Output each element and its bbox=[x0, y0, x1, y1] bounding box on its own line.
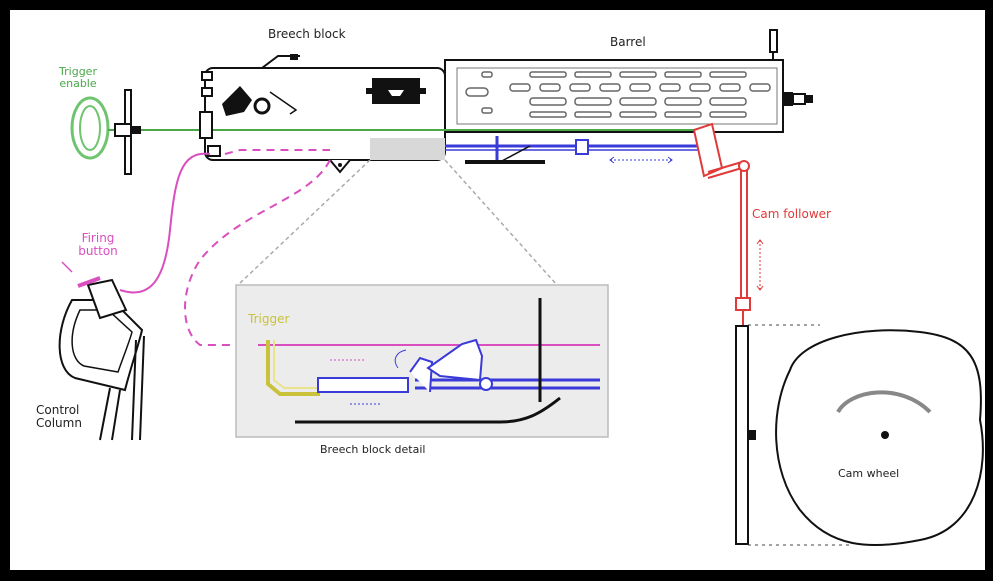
breech-block-label: Breech block bbox=[268, 27, 346, 41]
follower-rod bbox=[735, 324, 850, 546]
trigger-enable-linkage bbox=[70, 89, 700, 175]
cam-wheel-label: Cam wheel bbox=[838, 467, 900, 480]
control-column-label: Control Column bbox=[36, 403, 82, 431]
breech-block-detail-panel bbox=[235, 284, 609, 438]
firing-button-label: Firing button bbox=[78, 231, 118, 259]
breech-block-detail-label: Breech block detail bbox=[320, 443, 426, 456]
barrel-label: Barrel bbox=[610, 35, 646, 49]
push-rod-linkage bbox=[445, 136, 700, 164]
firing-button-linkage bbox=[61, 149, 460, 346]
barrel-cooling-slots bbox=[465, 71, 771, 118]
cam-follower bbox=[692, 122, 764, 326]
cam-follower-label: Cam follower bbox=[752, 207, 831, 221]
barrel bbox=[444, 29, 813, 133]
trigger-enable-label: Trigger enable bbox=[59, 65, 97, 91]
breech-block bbox=[201, 54, 446, 174]
cam-wheel bbox=[775, 329, 984, 547]
control-column bbox=[58, 276, 145, 441]
trigger-label: Trigger bbox=[248, 312, 290, 326]
